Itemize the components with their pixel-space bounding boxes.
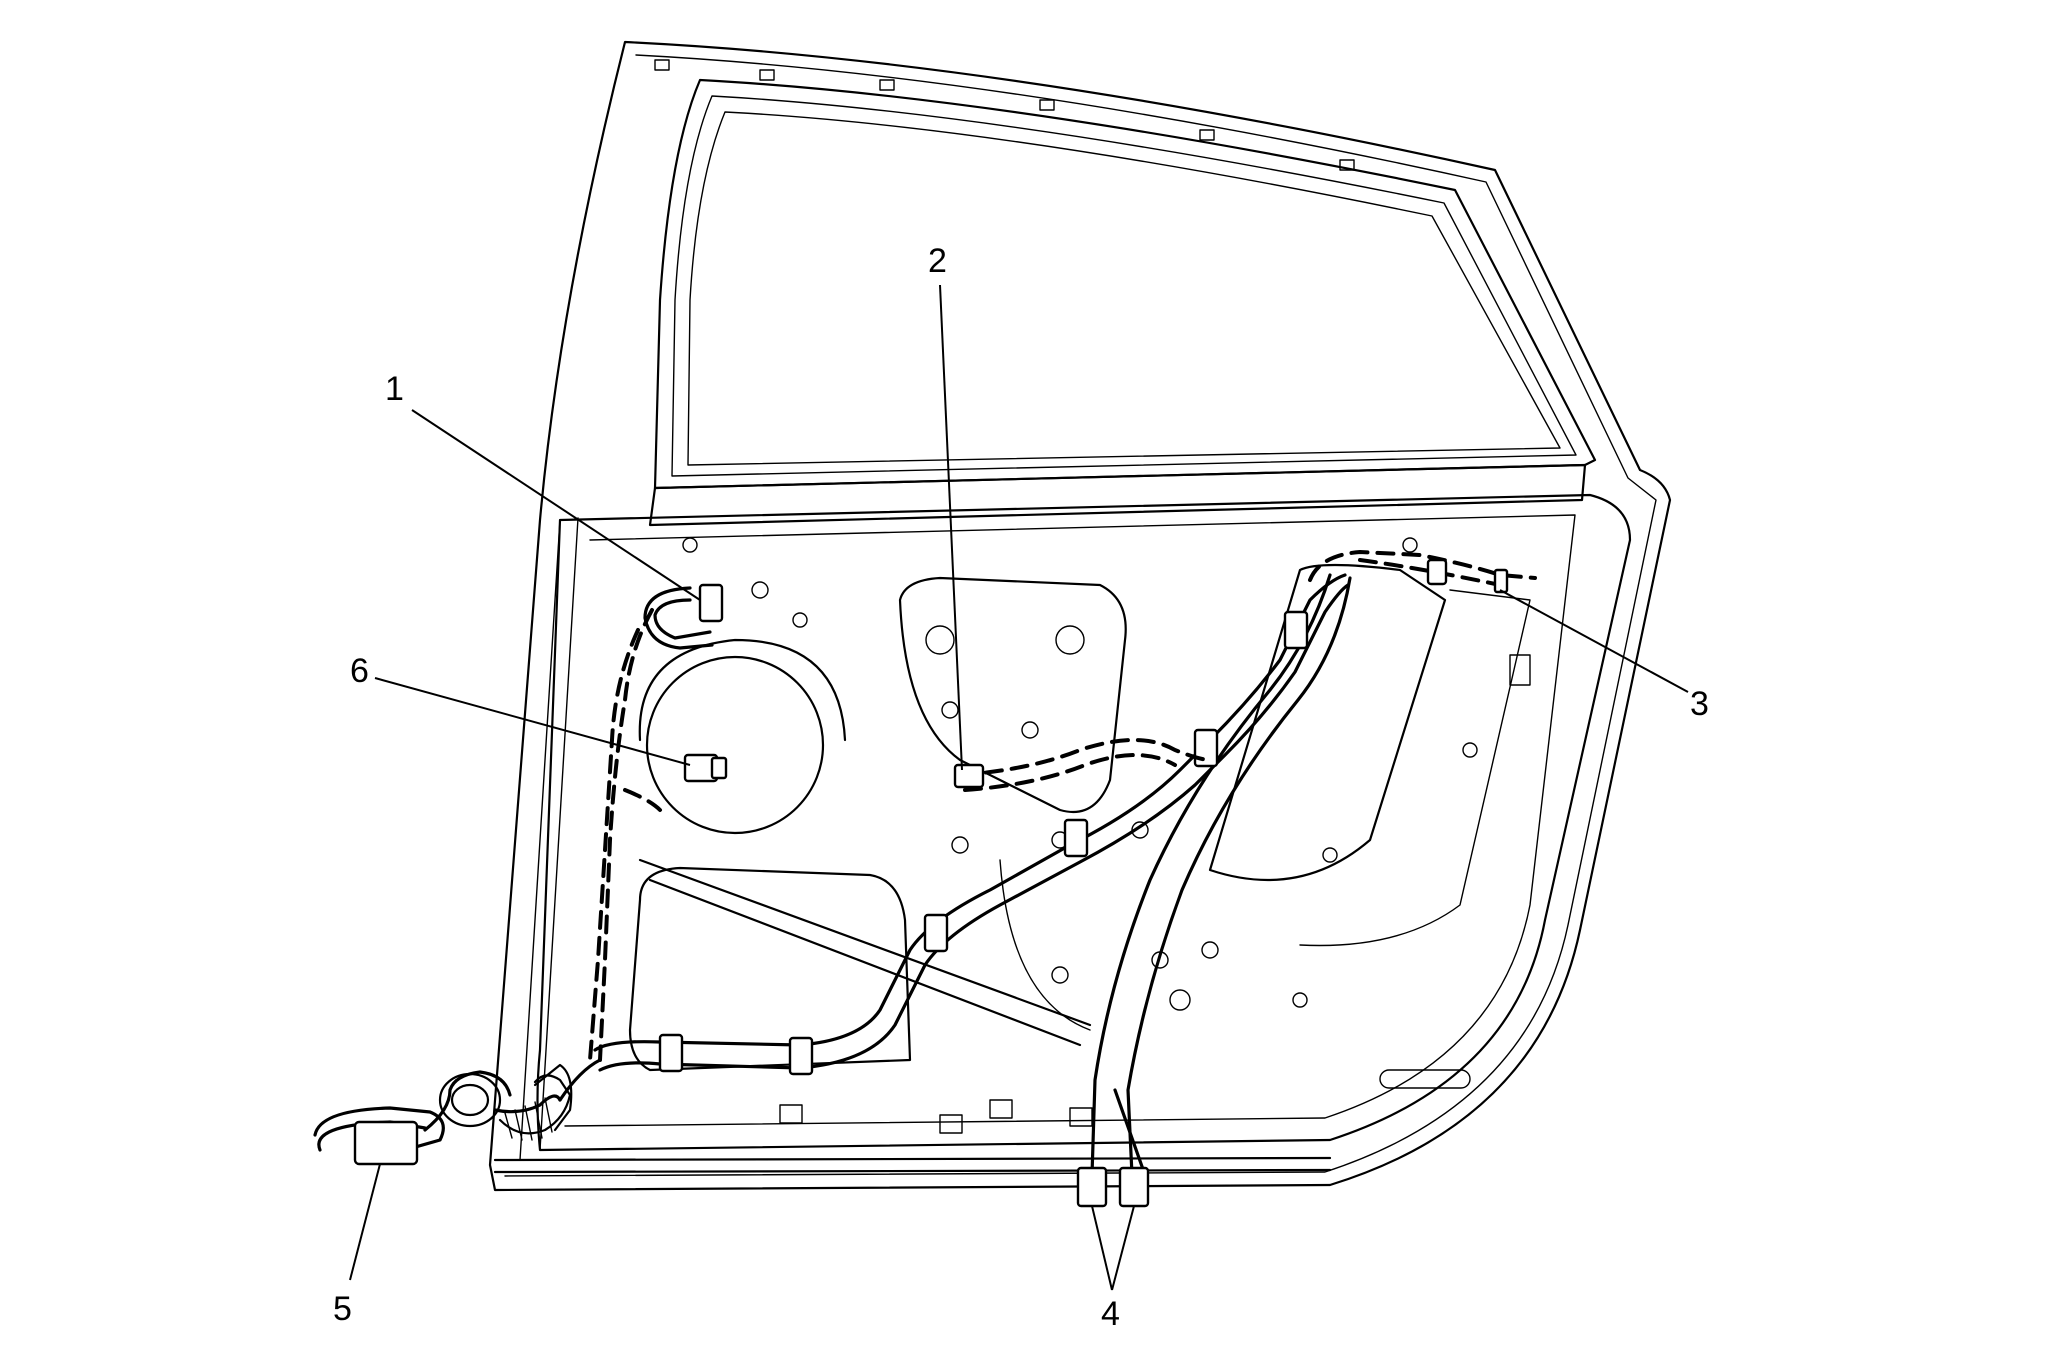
connector-2: [953, 763, 985, 789]
leader-6: [374, 677, 691, 766]
connector-5: [313, 1063, 573, 1166]
callout-4: 4: [1101, 1295, 1120, 1333]
callout-3: 3: [1690, 685, 1709, 723]
connector-6: [683, 753, 728, 783]
leader-2: [939, 284, 963, 771]
connector-1: [643, 583, 724, 650]
callout-numbers: 1 2 3 4 5 6: [333, 242, 1709, 1333]
harness-clips: [658, 610, 1309, 1076]
connector-3: [1426, 558, 1509, 594]
callout-6: 6: [350, 652, 369, 690]
wiring-harness: [558, 573, 1352, 1177]
leader-4a: [1091, 1205, 1113, 1291]
connector-4: [1076, 1166, 1150, 1208]
dashed-harness: [588, 549, 1537, 1062]
callout-leaders: [349, 284, 1689, 1291]
leader-4b: [1111, 1205, 1135, 1291]
door-frame: [488, 40, 1672, 1192]
callout-2: 2: [928, 242, 947, 280]
callout-5: 5: [333, 1290, 352, 1328]
leader-3: [1499, 589, 1689, 693]
leader-5: [349, 1163, 381, 1281]
callout-1: 1: [385, 370, 404, 408]
leader-1: [411, 409, 701, 601]
